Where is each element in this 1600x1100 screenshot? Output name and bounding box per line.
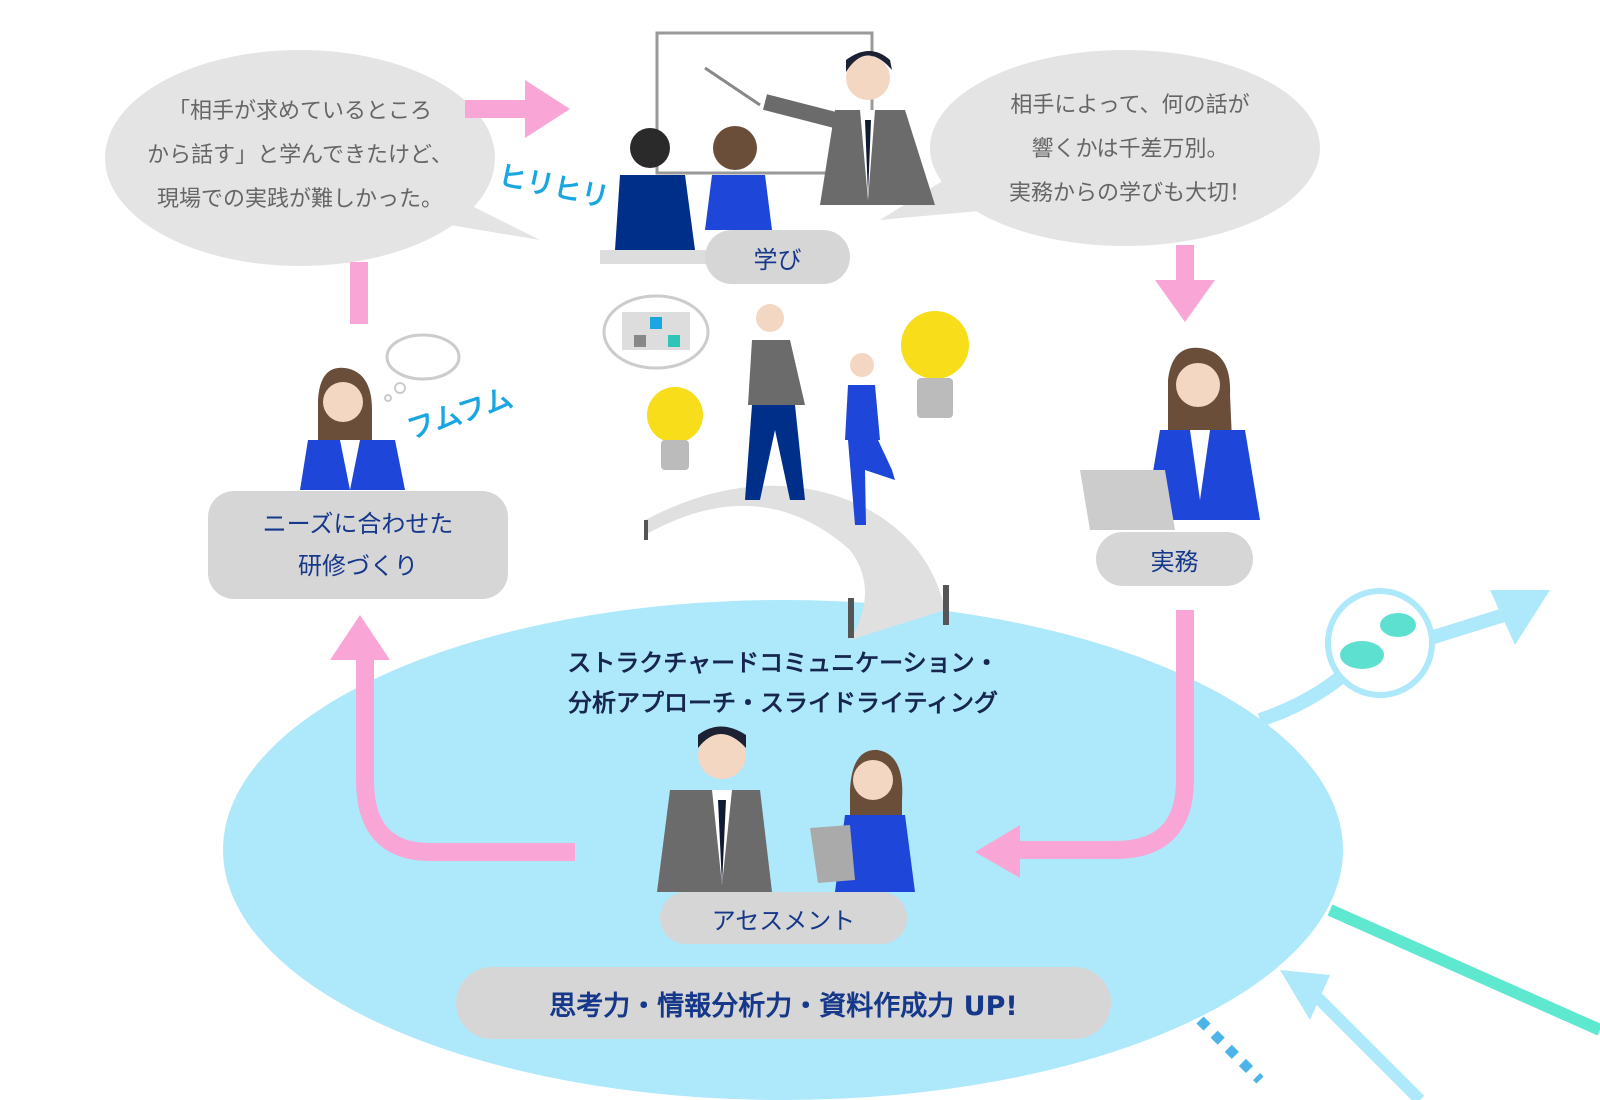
teal-line (1327, 904, 1600, 1036)
step-label: 研修づくり (298, 552, 418, 580)
core-skills: ストラクチャードコミュニケーション・ 分析アプローチ・スライドライティング (483, 643, 1083, 723)
core-skills-line: 分析アプローチ・スライドライティング (567, 689, 999, 717)
pointer (704, 66, 761, 107)
speech-bubble-right (930, 50, 1320, 246)
speech-bubble-left (105, 50, 495, 266)
chat-bubble-icon (1340, 641, 1384, 669)
lightbulb-icon (901, 311, 969, 379)
step-assessment: アセスメント (660, 892, 907, 944)
bubble-line: から話す」と学んできたけど、 (147, 143, 453, 168)
bubble-line: 響くかは千差万別。 (1031, 137, 1229, 162)
bubble-line: 「相手が求めているところ (167, 99, 432, 124)
thought-bubble (385, 333, 461, 381)
speech-text-right: 相手によって、何の話が 響くかは千差万別。 実務からの学びも大切！ (950, 84, 1310, 216)
outcome-banner: 思考力・情報分析力・資料作成力 UP! (456, 967, 1111, 1039)
step-practice: 実務 (1096, 532, 1253, 586)
bubble-line: 相手によって、何の話が (1010, 93, 1250, 118)
branch-arrow-icon (1490, 590, 1550, 645)
laptop (1080, 470, 1175, 530)
chat-circle (1325, 588, 1435, 698)
lightbulb-icon (647, 387, 703, 443)
step-learning: 学び (705, 230, 850, 284)
step-label: ニーズに合わせた (262, 510, 454, 538)
tablet (810, 825, 855, 883)
bubble-line: 現場での実践が難しかった。 (156, 187, 443, 212)
step-custom-training: ニーズに合わせた 研修づくり (208, 491, 508, 599)
bubble-line: 実務からの学びも大切！ (1008, 181, 1251, 206)
core-skills-line: ストラクチャードコミュニケーション・ (567, 649, 999, 677)
bridge (645, 485, 945, 640)
cycle-arrows (330, 80, 1215, 878)
speech-text-left: 「相手が求めているところ から話す」と学んできたけど、 現場での実践が難しかった… (120, 90, 480, 222)
